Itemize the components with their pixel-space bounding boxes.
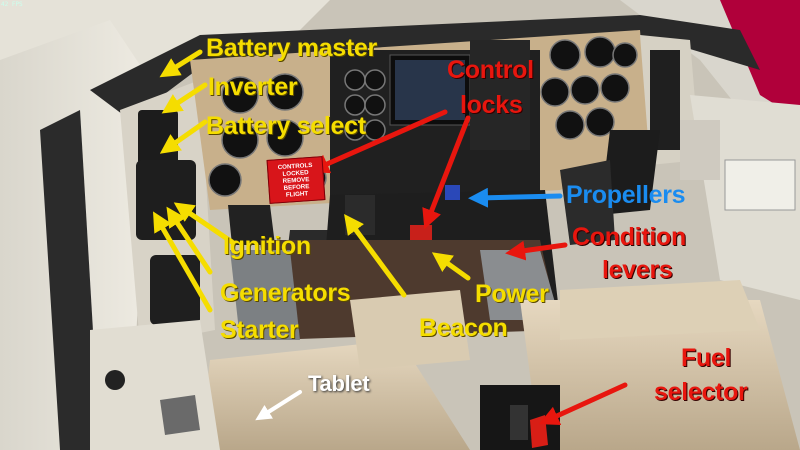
label-starter: Starter — [220, 316, 299, 344]
label-condition-levers-line2: levers — [602, 256, 673, 284]
label-battery-master: Battery master — [206, 34, 377, 62]
label-generators: Generators — [220, 279, 351, 307]
label-beacon: Beacon — [419, 314, 508, 342]
label-propellers: Propellers — [566, 181, 686, 209]
label-tablet: Tablet — [308, 371, 370, 396]
control-lock-placard: CONTROLS LOCKED REMOVE BEFORE FLIGHT — [266, 156, 326, 204]
label-ignition: Ignition — [223, 232, 311, 260]
label-fuel-selector-line2: selector — [654, 378, 748, 406]
label-battery-select: Battery select — [206, 112, 366, 140]
label-power: Power — [475, 280, 549, 308]
label-control-locks-line1: Control — [447, 56, 534, 84]
fps-counter: 42 FPS — [1, 1, 23, 8]
label-fuel-selector-line1: Fuel — [681, 344, 732, 372]
label-inverter: Inverter — [208, 73, 298, 101]
label-condition-levers-line1: Condition — [572, 223, 686, 251]
label-control-locks-line2: locks — [460, 91, 523, 119]
